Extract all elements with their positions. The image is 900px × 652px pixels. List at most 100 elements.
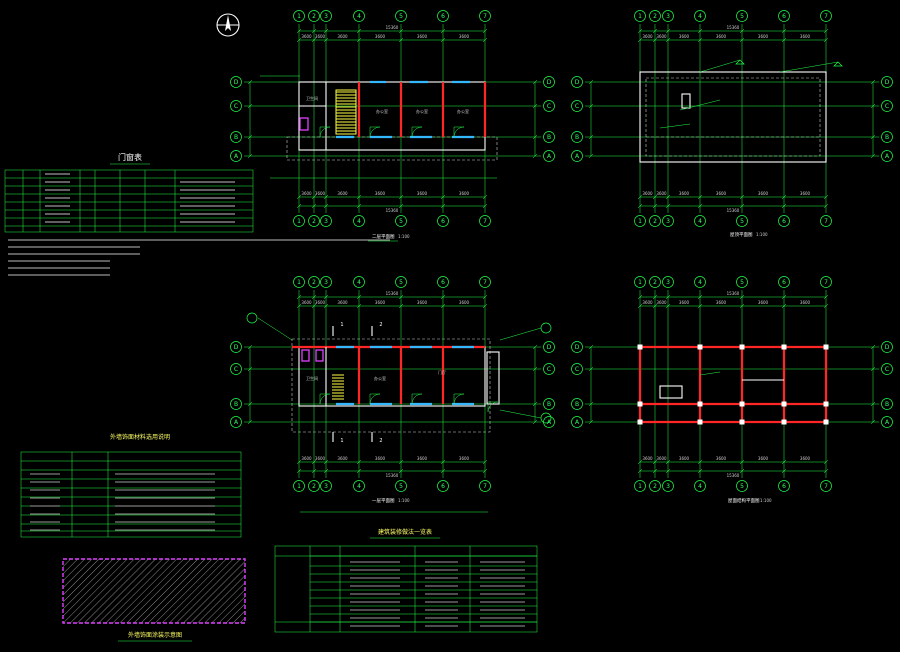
dimension-tick (637, 303, 643, 309)
dimension-tick (356, 194, 362, 200)
axis-bubble (694, 480, 706, 492)
dimension-tick (356, 294, 362, 300)
axis-number: 7 (824, 279, 828, 286)
dimension-tick (652, 28, 658, 34)
axis-number: 2 (653, 218, 657, 225)
axis-bubble (649, 480, 661, 492)
axis-bubble (353, 215, 365, 227)
dimension-value: 3600 (337, 34, 348, 39)
axis-letter: A (885, 419, 890, 426)
axis-number: 6 (441, 483, 445, 490)
axis-letter: A (234, 153, 239, 160)
axis-number: 5 (740, 279, 744, 286)
axis-letter: B (575, 134, 579, 141)
dimension-value: 3600 (642, 456, 653, 461)
axis-number: 6 (782, 218, 786, 225)
dimension-value: 3600 (758, 300, 769, 305)
axis-letter: D (575, 344, 580, 351)
dimension-value: 3600 (337, 191, 348, 196)
dimension-tick (532, 153, 538, 159)
axis-letter: B (234, 134, 238, 141)
axis-bubble (308, 480, 320, 492)
axis-bubble (543, 150, 555, 162)
column (697, 419, 703, 425)
axis-bubble (353, 480, 365, 492)
axis-bubble (820, 276, 832, 288)
dimension-tick (588, 134, 594, 140)
column (739, 419, 745, 425)
total-dimension: 15360 (727, 291, 740, 296)
plan-title-2-scale: 1:100 (756, 232, 768, 237)
plan-title-4-scale: 1:100 (760, 498, 772, 503)
dimension-tick (323, 28, 329, 34)
axis-number: 5 (740, 13, 744, 20)
leader-line (499, 409, 542, 419)
dimension-tick (739, 194, 745, 200)
axis-number: 3 (324, 279, 328, 286)
axis-letter: D (575, 79, 580, 86)
axis-letter: A (547, 153, 552, 160)
axis-number: 1 (638, 279, 642, 286)
axis-bubble (395, 10, 407, 22)
foundation-outline (291, 338, 491, 433)
corridor-outline (286, 136, 498, 161)
axis-letter: D (234, 79, 239, 86)
dimension-tick (739, 468, 745, 474)
opening (659, 385, 683, 399)
dimension-tick (823, 468, 829, 474)
axis-bubble (694, 215, 706, 227)
dimension-tick (870, 134, 876, 140)
door-swing (453, 393, 465, 405)
dimension-tick (532, 401, 538, 407)
dimension-tick (637, 203, 643, 209)
axis-number: 3 (324, 218, 328, 225)
axis-bubble (293, 10, 305, 22)
room-label: 办公室 (457, 108, 469, 114)
axis-bubble (437, 276, 449, 288)
axis-bubble (694, 276, 706, 288)
north-arrow-icon (216, 13, 240, 37)
axis-letter: C (575, 103, 579, 110)
dimension-tick (697, 37, 703, 43)
finish-schedule-table: 建筑装修做法一览表 (274, 528, 538, 633)
axis-number: 1 (638, 13, 642, 20)
dimension-tick (296, 468, 302, 474)
column (697, 344, 703, 350)
plan-title-2-label: 屋顶平面图 (730, 232, 753, 238)
axis-bubble (479, 10, 491, 22)
material-table: 外墙饰面材料选用说明 (20, 433, 242, 538)
dimension-value: 3600 (656, 191, 667, 196)
total-dimension: 15360 (386, 291, 399, 296)
axis-number: 6 (441, 13, 445, 20)
dimension-tick (588, 344, 594, 350)
dimension-tick (398, 468, 404, 474)
axis-number: 1 (297, 279, 301, 286)
dimension-value: 3600 (301, 191, 312, 196)
dimension-tick (665, 468, 671, 474)
dimension-tick (532, 344, 538, 350)
axis-bubble (395, 480, 407, 492)
dimension-tick (482, 194, 488, 200)
dimension-tick (823, 294, 829, 300)
dimension-tick (781, 37, 787, 43)
leader-line (679, 99, 721, 111)
dimension-tick (588, 419, 594, 425)
schedule-title: 建筑装修做法一览表 (378, 528, 432, 536)
dimension-tick (440, 468, 446, 474)
axis-number: 3 (666, 279, 670, 286)
dimension-value: 3600 (656, 34, 667, 39)
axis-bubble (778, 10, 790, 22)
axis-number: 5 (399, 279, 403, 286)
axis-number: 5 (399, 218, 403, 225)
dimension-tick (739, 303, 745, 309)
dimension-tick (697, 203, 703, 209)
dimension-tick (356, 468, 362, 474)
axis-number: 7 (483, 279, 487, 286)
axis-bubble (571, 131, 583, 143)
axis-letter: D (885, 344, 890, 351)
dimension-tick (440, 28, 446, 34)
dimension-tick (665, 37, 671, 43)
dimension-tick (296, 294, 302, 300)
toilet-fixture (299, 117, 309, 131)
